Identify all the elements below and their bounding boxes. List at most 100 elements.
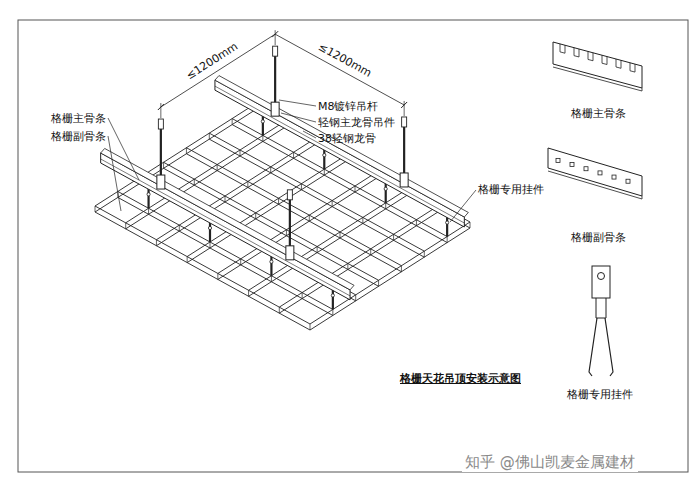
grid-joint xyxy=(447,237,448,243)
grid-joint xyxy=(378,280,379,286)
dimension-label: ≤1200mm xyxy=(184,40,240,82)
grid-bar xyxy=(310,222,470,324)
grid-joint xyxy=(194,179,195,185)
grid-joint xyxy=(347,263,348,269)
grid-joint xyxy=(317,247,318,253)
part-label: 格栅专用挂件 xyxy=(567,388,633,401)
dimension-tick xyxy=(401,102,407,108)
part-label: M8镀锌吊杆 xyxy=(318,100,379,113)
bar-slot xyxy=(616,59,621,68)
main-bar-lip xyxy=(553,67,642,91)
clip-hole xyxy=(331,294,334,297)
dimension-line xyxy=(161,34,275,107)
clip-hole xyxy=(208,226,211,229)
grid-joint xyxy=(279,307,280,313)
grid-joint xyxy=(95,206,96,212)
grid-joint xyxy=(156,240,157,246)
rod-cap xyxy=(287,190,292,200)
grid-joint xyxy=(262,135,263,141)
channel-top xyxy=(215,76,468,217)
grid-bar xyxy=(164,168,379,286)
grid-bar xyxy=(118,191,333,309)
bar-hole xyxy=(598,171,602,175)
extension-line xyxy=(404,101,405,116)
extension-line xyxy=(160,103,161,118)
part-label: 格栅专用挂件 xyxy=(478,183,544,196)
grid-joint xyxy=(332,201,333,207)
grid-hanger-clip xyxy=(209,222,211,242)
caption: 格栅天花吊顶安装示意图 xyxy=(400,372,521,385)
leader-line xyxy=(279,100,316,106)
grid-joint xyxy=(340,232,341,238)
ceiling-drawing xyxy=(95,30,476,330)
grid-joint xyxy=(393,234,394,240)
frame xyxy=(18,20,688,472)
rod-cap xyxy=(158,119,163,129)
channel-top xyxy=(101,148,354,289)
grid-joint xyxy=(278,198,279,204)
grid-joint xyxy=(163,162,164,168)
part-label: 格栅副骨条 xyxy=(51,130,106,143)
part-details xyxy=(548,42,642,376)
grid-joint xyxy=(385,203,386,209)
leader-line xyxy=(281,113,316,122)
grid-hanger-clip xyxy=(147,188,149,208)
grid-joint xyxy=(370,249,371,255)
dimension-tick xyxy=(158,104,164,110)
grid-bar xyxy=(164,162,379,280)
grid-bar xyxy=(95,212,310,330)
hanger-leg xyxy=(605,318,613,376)
clip-hole xyxy=(323,154,326,157)
grid-joint xyxy=(293,152,294,158)
dimension-label: ≤1200mm xyxy=(316,40,374,80)
grid-joint xyxy=(217,273,218,279)
channel-hanger xyxy=(400,173,408,187)
grid-joint xyxy=(247,181,248,187)
leader-line xyxy=(450,190,476,222)
channel-hanger xyxy=(157,175,165,189)
grid-hanger-clip xyxy=(332,289,334,309)
channel-hanger xyxy=(271,102,279,116)
grid-joint xyxy=(270,167,271,173)
grid-joint xyxy=(310,324,311,330)
grid-joint xyxy=(209,133,210,139)
bar-slot xyxy=(560,44,565,53)
hanger-neck xyxy=(596,298,606,318)
grid-joint xyxy=(470,222,471,228)
dimension-tick xyxy=(272,31,278,37)
bar-hole xyxy=(556,158,560,162)
bar-slot xyxy=(630,63,635,72)
grid-joint xyxy=(255,213,256,219)
clip-hole xyxy=(384,187,387,190)
grid-joint xyxy=(355,186,356,192)
grid-hanger-clip xyxy=(270,256,272,276)
clip-hole xyxy=(446,221,449,224)
grid-bar xyxy=(95,206,310,324)
grid-joint xyxy=(271,276,272,282)
grid-joint xyxy=(286,230,287,236)
rod-cap xyxy=(402,117,407,127)
hanger-plate xyxy=(592,266,610,298)
dimension-line xyxy=(275,34,404,105)
leader-line xyxy=(108,136,121,211)
leader-line xyxy=(108,118,139,180)
clip-hole xyxy=(261,120,264,123)
clip-hole xyxy=(147,193,150,196)
grid-joint xyxy=(424,251,425,257)
grid-hanger-clip xyxy=(323,149,325,169)
main-bar-part xyxy=(553,42,642,88)
grid-joint xyxy=(240,259,241,265)
clip-hole xyxy=(270,260,273,263)
grid-joint xyxy=(210,242,211,248)
grid-joint xyxy=(309,215,310,221)
grid-hanger-clip xyxy=(262,115,264,135)
grid-joint xyxy=(324,169,325,175)
sub-bar-part xyxy=(548,148,642,196)
hanger-hole xyxy=(598,273,605,280)
grid-joint xyxy=(217,165,218,171)
grid-joint xyxy=(302,293,303,299)
grid-joint xyxy=(355,295,356,301)
bar-hole xyxy=(626,179,630,183)
